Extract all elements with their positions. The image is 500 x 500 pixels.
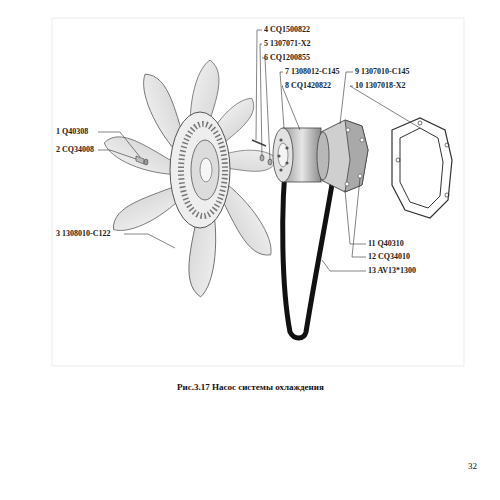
callout-label: 2 CQ34008: [56, 146, 94, 154]
callout-label: 12 CQ34010: [368, 253, 410, 261]
fan-blades: [101, 60, 285, 298]
callout-label: 4 CQ1500822: [264, 26, 310, 34]
callout-label: 13 AV13*1300: [368, 267, 416, 275]
page-number: 32: [468, 461, 477, 471]
callout-label: 8 CQ1420822: [285, 82, 331, 90]
callout-label: 1 Q40308: [56, 128, 88, 136]
callout-label: 6 CQ1200855: [264, 54, 310, 62]
callout-label: 10 1307018-X2: [355, 82, 405, 90]
figure-caption: Рис.3.17 Насос системы охлаждения: [177, 382, 324, 392]
callout-label: 5 1307071-X2: [264, 40, 310, 48]
callout-label: 9 1307010-C145: [355, 68, 409, 76]
callout-label: 7 1308012-C145: [285, 68, 339, 76]
callout-label: 11 Q40310: [368, 240, 404, 248]
callout-label: 3 1308010-C122: [56, 230, 110, 238]
